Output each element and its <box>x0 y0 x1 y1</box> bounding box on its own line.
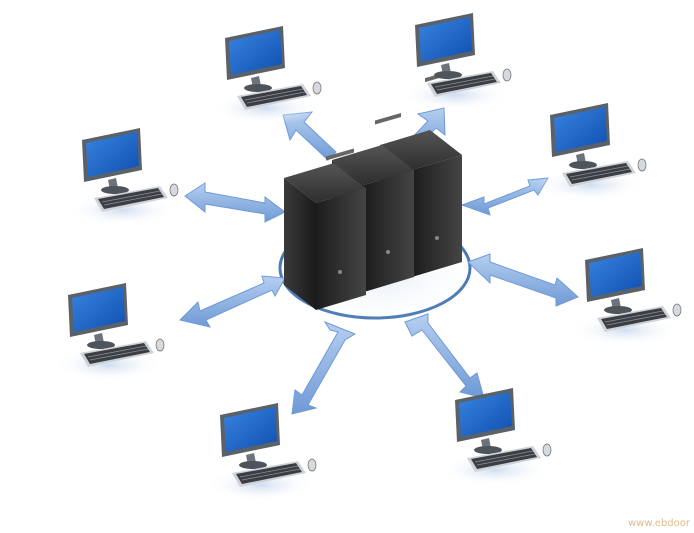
workstation-right-upper <box>534 102 647 202</box>
arrow-down-right <box>404 313 485 399</box>
workstation-top-left <box>209 25 322 125</box>
arrow-left-lower <box>179 275 286 328</box>
workstation-bottom-right <box>439 387 552 487</box>
arrow-right-lower <box>467 253 579 307</box>
arrow-left <box>184 182 286 223</box>
arrow-down-left <box>291 320 357 415</box>
server-left <box>284 148 366 310</box>
watermark-text: www.ebdoor <box>628 518 690 529</box>
workstation-left-upper <box>66 127 179 227</box>
workstation-left-lower <box>52 282 165 382</box>
connection-arrows <box>179 107 579 415</box>
workstation-bottom-left <box>204 402 317 502</box>
server-rack-group <box>284 71 462 310</box>
arrow-right-upper <box>460 177 549 216</box>
workstation-top-right <box>399 12 512 112</box>
workstation-right-lower <box>569 247 682 347</box>
